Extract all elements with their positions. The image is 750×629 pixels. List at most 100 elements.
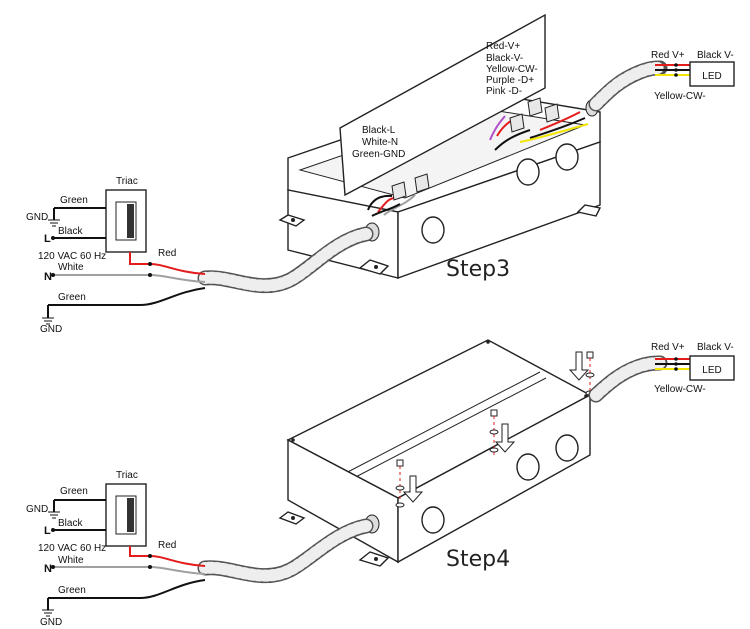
screw-hole bbox=[291, 438, 295, 442]
screw-hole bbox=[291, 516, 295, 520]
led-legend-line: Red-V+ bbox=[486, 41, 520, 52]
wire-red bbox=[539, 111, 581, 131]
neutral-label: N bbox=[44, 563, 52, 575]
knockout bbox=[555, 143, 579, 171]
dimmer-slider bbox=[127, 204, 134, 238]
line-legend-line: White-N bbox=[362, 137, 398, 148]
triac-label: Triac bbox=[116, 176, 138, 187]
green-wire-label: Green bbox=[58, 585, 86, 596]
junction-dot bbox=[674, 73, 678, 77]
wire-nut bbox=[509, 113, 525, 133]
green-wire-label: Green bbox=[58, 292, 86, 303]
box-lid bbox=[339, 13, 546, 197]
down-arrow-icon bbox=[494, 423, 516, 453]
wire-black bbox=[494, 129, 531, 151]
down-arrow-icon bbox=[568, 351, 590, 381]
knockout bbox=[421, 506, 445, 534]
triac-wiring: Triac GND Green L Black 120 VAC 60 Hz N … bbox=[26, 470, 206, 628]
junction-dot bbox=[674, 68, 678, 72]
ground-symbol bbox=[48, 219, 60, 227]
neutral-label: N bbox=[44, 271, 52, 283]
terminal-dot bbox=[51, 565, 55, 569]
screw-hole bbox=[486, 340, 490, 344]
mount-tab bbox=[576, 204, 602, 217]
screw-hole bbox=[291, 218, 295, 222]
step3-section: LED Red V+ Black V- Yellow-CW- Red-V+ Bl… bbox=[26, 13, 735, 335]
ground-symbol bbox=[42, 317, 54, 325]
knockout bbox=[516, 453, 540, 481]
triac-label: Triac bbox=[116, 470, 138, 481]
triac-wiring: Triac GND Green L Black 120 VAC 60 Hz N … bbox=[26, 176, 206, 335]
green-wire-label: Green bbox=[60, 486, 88, 497]
line-label: L bbox=[44, 525, 51, 537]
knockout bbox=[555, 434, 579, 462]
line-color-legend: Black-L White-N Green-GND bbox=[352, 125, 405, 160]
cover-screw bbox=[395, 459, 405, 508]
terminal-dot bbox=[51, 236, 55, 240]
led-legend-line: Yellow-CW- bbox=[486, 64, 538, 75]
wire-nut bbox=[544, 103, 560, 123]
neutral-wire bbox=[53, 274, 206, 283]
junction-dot bbox=[148, 565, 152, 569]
led-module bbox=[689, 61, 735, 87]
neutral-wire bbox=[53, 566, 206, 575]
gnd-label: GND bbox=[40, 617, 62, 628]
led-yellow-label: Yellow-CW- bbox=[654, 91, 706, 102]
wire-purple bbox=[489, 115, 506, 141]
white-wire-label: White bbox=[58, 262, 84, 273]
ground-wire bbox=[48, 287, 206, 306]
screw-hole bbox=[584, 394, 588, 398]
flex-conduit-ribs bbox=[199, 520, 372, 582]
wire-white bbox=[383, 194, 416, 216]
led-red-label: Red V+ bbox=[651, 50, 685, 61]
junction-dot bbox=[674, 63, 678, 67]
red-wire-label: Red bbox=[158, 248, 176, 259]
led-module bbox=[689, 355, 735, 381]
step4-section: LED Red V+ Black V- Yellow-CW- Triac GND… bbox=[26, 339, 735, 628]
voltage-label: 120 VAC 60 Hz bbox=[38, 251, 106, 262]
wire-black bbox=[529, 117, 586, 139]
led-black-label: Black V- bbox=[697, 50, 734, 61]
step4-title: Step4 bbox=[446, 547, 510, 572]
down-arrow-icon bbox=[402, 475, 424, 503]
junction-dot bbox=[148, 273, 152, 277]
gnd-label: GND bbox=[26, 504, 48, 515]
junction-dot bbox=[674, 357, 678, 361]
led-legend-line: Black-V- bbox=[486, 53, 523, 64]
led-label: LED bbox=[702, 71, 721, 82]
wire-nut bbox=[414, 173, 430, 193]
terminal-dot bbox=[51, 528, 55, 532]
wire-nut bbox=[391, 181, 407, 201]
line-label: L bbox=[44, 233, 51, 245]
ground-wire bbox=[48, 579, 206, 599]
red-wire-label: Red bbox=[158, 540, 176, 551]
knockout bbox=[421, 216, 445, 244]
led-legend-line: Pink -D- bbox=[486, 86, 522, 97]
flex-conduit-ribs bbox=[590, 62, 666, 110]
cover-screw bbox=[489, 409, 499, 455]
screw-hole bbox=[374, 265, 378, 269]
led-legend-line: Purple -D+ bbox=[486, 75, 534, 86]
white-wire-label: White bbox=[58, 555, 84, 566]
led-black-label: Black V- bbox=[697, 342, 734, 353]
gnd-label: GND bbox=[26, 212, 48, 223]
box-side-face bbox=[397, 393, 591, 564]
wire-black bbox=[371, 203, 401, 217]
led-yellow-label: Yellow-CW- bbox=[654, 384, 706, 395]
led-color-legend: Red-V+ Black-V- Yellow-CW- Purple -D+ Pi… bbox=[486, 41, 538, 97]
lid-seam bbox=[339, 371, 541, 477]
ground-symbol bbox=[48, 511, 60, 519]
line-legend-line: Black-L bbox=[362, 125, 396, 136]
junction-box-closed bbox=[278, 339, 595, 567]
terminal-dot bbox=[51, 273, 55, 277]
junction-dot bbox=[148, 554, 152, 558]
gnd-label: GND bbox=[40, 324, 62, 335]
green-wire-label: Green bbox=[60, 195, 88, 206]
black-wire-label: Black bbox=[58, 518, 83, 529]
led-red-label: Red V+ bbox=[651, 342, 685, 353]
wire-nut bbox=[527, 97, 543, 117]
led-label: LED bbox=[702, 365, 721, 376]
junction-dot bbox=[674, 367, 678, 371]
lid-seam bbox=[345, 377, 547, 483]
